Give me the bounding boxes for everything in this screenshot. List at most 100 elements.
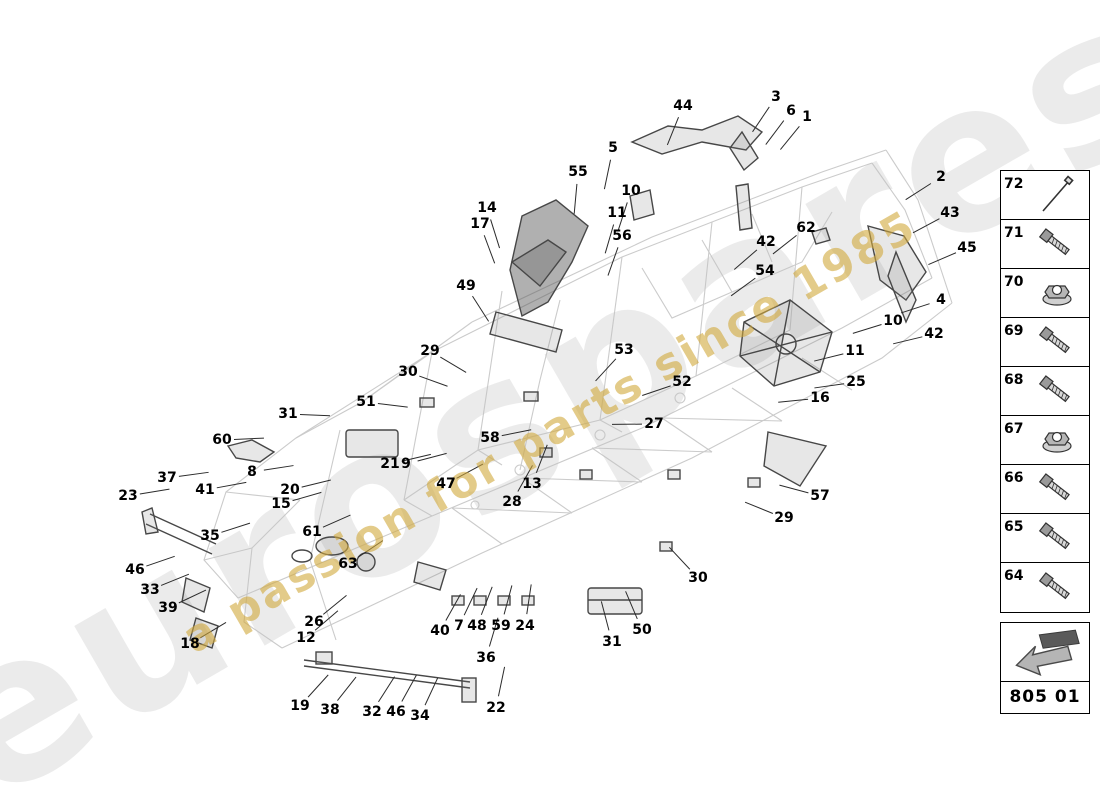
callout-46[interactable]: 46	[386, 704, 406, 720]
callout-56[interactable]: 56	[612, 228, 632, 244]
callout-9[interactable]: 9	[401, 456, 411, 472]
callout-60[interactable]: 60	[212, 432, 232, 448]
fastener-number: 67	[1004, 421, 1024, 437]
callout-54[interactable]: 54	[755, 263, 775, 279]
callout-6[interactable]: 6	[786, 103, 796, 119]
fastener-number: 71	[1004, 225, 1024, 241]
sidebar-item-72[interactable]: 72	[1001, 171, 1089, 220]
callout-53[interactable]: 53	[614, 342, 634, 358]
callout-57[interactable]: 57	[810, 488, 830, 504]
fastener-number: 66	[1004, 470, 1024, 486]
callout-10[interactable]: 10	[883, 313, 903, 329]
callout-1[interactable]: 1	[802, 109, 812, 125]
direction-arrow-icon	[1001, 623, 1089, 681]
bolt-icon	[1028, 322, 1086, 362]
sidebar-item-69[interactable]: 69	[1001, 318, 1089, 367]
callout-13[interactable]: 13	[522, 476, 542, 492]
callout-55[interactable]: 55	[568, 164, 588, 180]
fastener-sidebar: 72 71 70 69 68 67 66 65 64	[1000, 170, 1090, 613]
callout-18[interactable]: 18	[180, 636, 200, 652]
sidebar-item-68[interactable]: 68	[1001, 367, 1089, 416]
callout-5[interactable]: 5	[608, 140, 618, 156]
callout-16[interactable]: 16	[810, 390, 830, 406]
sidebar-item-65[interactable]: 65	[1001, 514, 1089, 563]
sidebar-item-64[interactable]: 64	[1001, 563, 1089, 612]
callout-62[interactable]: 62	[796, 220, 816, 236]
callout-59[interactable]: 59	[491, 618, 511, 634]
callout-30[interactable]: 30	[688, 570, 708, 586]
callout-46[interactable]: 46	[125, 562, 145, 578]
callout-43[interactable]: 43	[940, 205, 960, 221]
callout-3[interactable]: 3	[771, 89, 781, 105]
callout-58[interactable]: 58	[480, 430, 500, 446]
callout-2[interactable]: 2	[936, 169, 946, 185]
callout-31[interactable]: 31	[602, 634, 622, 650]
callout-21[interactable]: 21	[380, 456, 400, 472]
part-code-label: 805 01	[1001, 681, 1089, 713]
callout-63[interactable]: 63	[338, 556, 358, 572]
callout-51[interactable]: 51	[356, 394, 376, 410]
sidebar-item-67[interactable]: 67	[1001, 416, 1089, 465]
callout-22[interactable]: 22	[486, 700, 506, 716]
callout-25[interactable]: 25	[846, 374, 866, 390]
fastener-number: 64	[1004, 568, 1024, 584]
bolt-icon	[1028, 469, 1086, 509]
callout-20[interactable]: 20	[280, 482, 300, 498]
callout-38[interactable]: 38	[320, 702, 340, 718]
callout-19[interactable]: 19	[290, 698, 310, 714]
callout-30[interactable]: 30	[398, 364, 418, 380]
sidebar-item-70[interactable]: 70	[1001, 269, 1089, 318]
callout-24[interactable]: 24	[515, 618, 535, 634]
sidebar-item-71[interactable]: 71	[1001, 220, 1089, 269]
callout-7[interactable]: 7	[454, 618, 464, 634]
callout-12[interactable]: 12	[296, 630, 316, 646]
callout-35[interactable]: 35	[200, 528, 220, 544]
callout-29[interactable]: 29	[420, 343, 440, 359]
callout-11[interactable]: 11	[845, 343, 865, 359]
pin-icon	[1028, 175, 1086, 215]
callout-40[interactable]: 40	[430, 623, 450, 639]
callout-34[interactable]: 34	[410, 708, 430, 724]
callout-61[interactable]: 61	[302, 524, 322, 540]
callout-29[interactable]: 29	[774, 510, 794, 526]
callout-31[interactable]: 31	[278, 406, 298, 422]
callout-27[interactable]: 27	[644, 416, 664, 432]
callout-52[interactable]: 52	[672, 374, 692, 390]
callout-39[interactable]: 39	[158, 600, 178, 616]
callout-10[interactable]: 10	[621, 183, 641, 199]
sidebar-item-66[interactable]: 66	[1001, 465, 1089, 514]
callout-47[interactable]: 47	[436, 476, 456, 492]
callout-28[interactable]: 28	[502, 494, 522, 510]
callout-41[interactable]: 41	[195, 482, 215, 498]
fastener-number: 68	[1004, 372, 1024, 388]
callout-37[interactable]: 37	[157, 470, 177, 486]
bolt-icon	[1028, 224, 1086, 264]
callout-49[interactable]: 49	[456, 278, 476, 294]
callout-42[interactable]: 42	[924, 326, 944, 342]
callout-45[interactable]: 45	[957, 240, 977, 256]
callout-33[interactable]: 33	[140, 582, 160, 598]
callout-48[interactable]: 48	[467, 618, 487, 634]
callout-44[interactable]: 44	[673, 98, 693, 114]
bolt-icon	[1028, 518, 1086, 558]
callout-36[interactable]: 36	[476, 650, 496, 666]
bolt-icon	[1028, 568, 1086, 608]
fastener-number: 70	[1004, 274, 1024, 290]
callout-32[interactable]: 32	[362, 704, 382, 720]
flange-nut-icon	[1028, 420, 1086, 460]
callout-15[interactable]: 15	[271, 496, 291, 512]
callout-50[interactable]: 50	[632, 622, 652, 638]
callout-42[interactable]: 42	[756, 234, 776, 250]
callout-4[interactable]: 4	[936, 292, 946, 308]
callout-11[interactable]: 11	[607, 205, 627, 221]
callout-17[interactable]: 17	[470, 216, 490, 232]
fastener-number: 72	[1004, 176, 1024, 192]
callout-8[interactable]: 8	[247, 464, 257, 480]
callout-23[interactable]: 23	[118, 488, 138, 504]
callout-26[interactable]: 26	[304, 614, 324, 630]
callout-14[interactable]: 14	[477, 200, 497, 216]
